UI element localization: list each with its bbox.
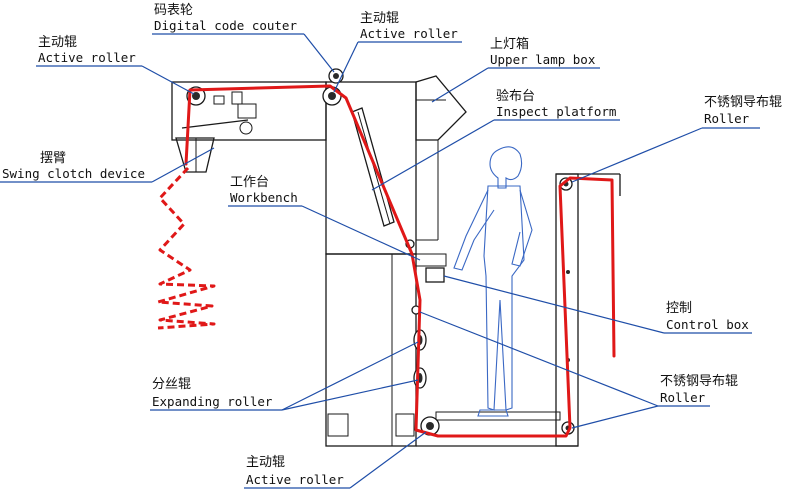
active-roller-top-wheel [322, 86, 342, 106]
inspect-platform [351, 107, 395, 227]
label-inspect-platform-en: Inspect platform [496, 104, 616, 119]
leader-stainless-roller-top [571, 127, 703, 183]
label-active-roller-top-cn: 主动辊 [360, 11, 399, 26]
label-control-box-en: Control box [666, 317, 749, 332]
leader-expanding-roller-1 [281, 341, 419, 411]
workbench-ledge [415, 253, 447, 267]
digital-code-counter-wheel [328, 68, 344, 84]
label-upper-lamp-box-en: Upper lamp box [490, 52, 596, 67]
leader-stainless-roller-bottom-1 [419, 311, 659, 407]
label-expanding-roller-cn: 分丝辊 [152, 377, 191, 392]
fabric-path [156, 84, 616, 438]
base-foot-left [327, 413, 349, 437]
label-active-roller-bottom-cn: 主动辊 [246, 455, 285, 470]
label-active-roller-left-en: Active roller [38, 50, 136, 65]
control-box [425, 267, 445, 283]
leader-active-roller-bottom [349, 431, 427, 489]
main-tower-lower [325, 253, 417, 447]
label-inspect-platform-cn: 验布台 [496, 88, 535, 104]
swing-blades [175, 137, 215, 173]
label-digital-code-counter-en: Digital code couter [154, 18, 297, 33]
labels: 码表轮 Digital code couter 主动辊 Active rolle… [2, 3, 782, 487]
expanding-roller-lower-wheel [413, 367, 427, 389]
label-digital-code-counter-cn: 码表轮 [154, 3, 193, 18]
label-stainless-roller-bottom-en: Roller [660, 390, 706, 405]
upper-lamp-box [415, 75, 467, 141]
label-stainless-roller-bottom-cn: 不锈钢导布辊 [660, 374, 738, 389]
leader-upper-lamp-box [431, 67, 489, 103]
leader-digital-code-counter [303, 33, 335, 73]
rollers [186, 68, 575, 436]
label-expanding-roller-en: Expanding roller [152, 394, 273, 409]
label-stainless-roller-top-en: Roller [704, 111, 750, 126]
label-workbench-en: Workbench [230, 190, 298, 205]
label-stainless-roller-top-cn: 不锈钢导布辊 [704, 95, 782, 110]
leader-active-roller-left [141, 65, 195, 95]
leader-stainless-roller-bottom-2 [571, 405, 659, 429]
leader-active-roller-top [333, 41, 359, 93]
frame-bolt-1 [566, 270, 570, 274]
label-active-roller-top-en: Active roller [360, 26, 458, 41]
swing-arm-bar [181, 119, 249, 129]
leader-expanding-roller-2 [281, 379, 419, 411]
machine-frame [171, 75, 621, 447]
operator-figure [453, 146, 533, 417]
leader-lines [0, 33, 760, 489]
leader-inspect-platform [371, 119, 495, 191]
head-detail-1 [231, 91, 243, 105]
label-upper-lamp-box-cn: 上灯箱 [490, 36, 529, 52]
label-swing-device-en: Swing clotch device [2, 166, 145, 181]
fabric-main-run [184, 84, 616, 438]
base-foot-mid [395, 413, 415, 437]
leader-swing-device [151, 147, 215, 183]
leader-control-box [443, 275, 665, 334]
head-detail-2 [213, 95, 225, 105]
label-workbench-cn: 工作台 [230, 175, 269, 190]
label-swing-device-cn: 摆臂 [40, 151, 66, 166]
operator-platform [435, 411, 561, 421]
leader-workbench [301, 205, 421, 261]
label-active-roller-bottom-en: Active roller [246, 472, 344, 487]
swing-arm-hub [237, 103, 257, 119]
swing-arm-pivot [239, 121, 253, 135]
fabric-folded-pile [156, 166, 216, 330]
label-control-box-cn: 控制 [666, 301, 692, 316]
label-active-roller-left-cn: 主动辊 [38, 35, 77, 50]
